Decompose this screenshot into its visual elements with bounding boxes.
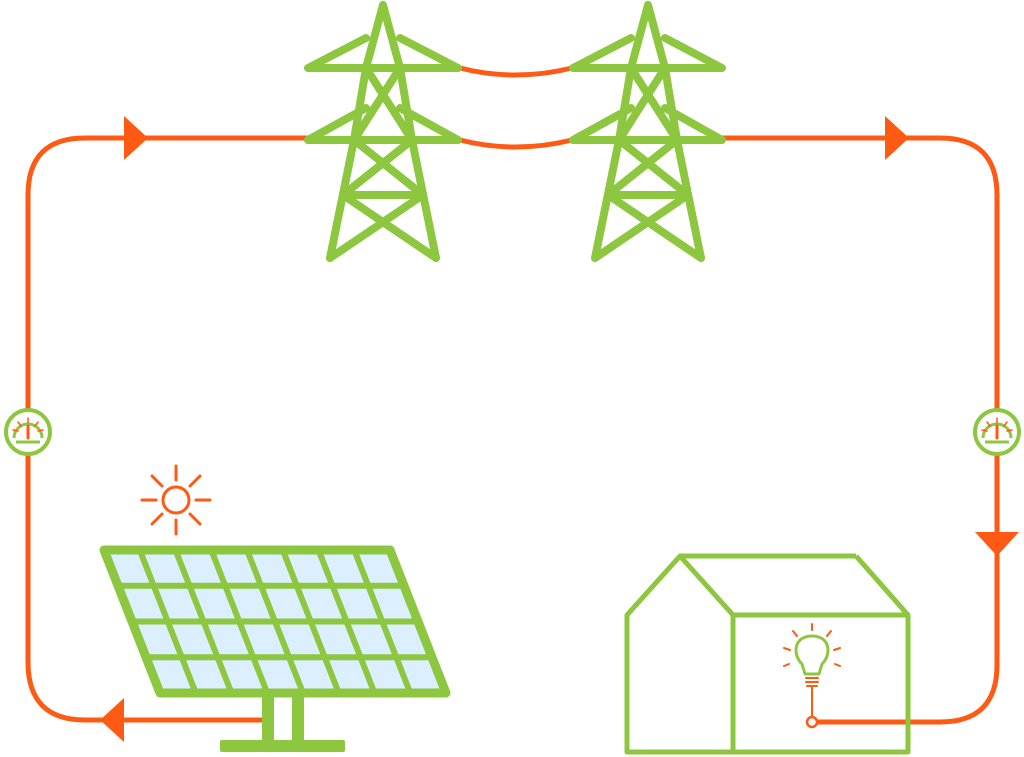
meter-gauge-icon[interactable] [973, 408, 1021, 456]
transmission-tower-icon [569, 1, 726, 262]
house-icon [624, 553, 911, 755]
wire-right-top [719, 135, 1000, 725]
arrow-right-down [975, 532, 1019, 556]
flow-arrows [100, 116, 1019, 742]
arrow-bottom-left [100, 698, 124, 742]
transmission-tower-icon [304, 1, 462, 262]
arrow-top-left [124, 116, 148, 160]
arrow-top-right [885, 116, 909, 160]
light-bulb-icon [783, 623, 841, 729]
meter-gauge-icon[interactable] [4, 408, 52, 456]
sag-wire-top [457, 65, 575, 78]
sag-wire-bottom [457, 137, 575, 150]
solar-panel-icon [99, 545, 451, 752]
sun-icon [140, 464, 212, 536]
